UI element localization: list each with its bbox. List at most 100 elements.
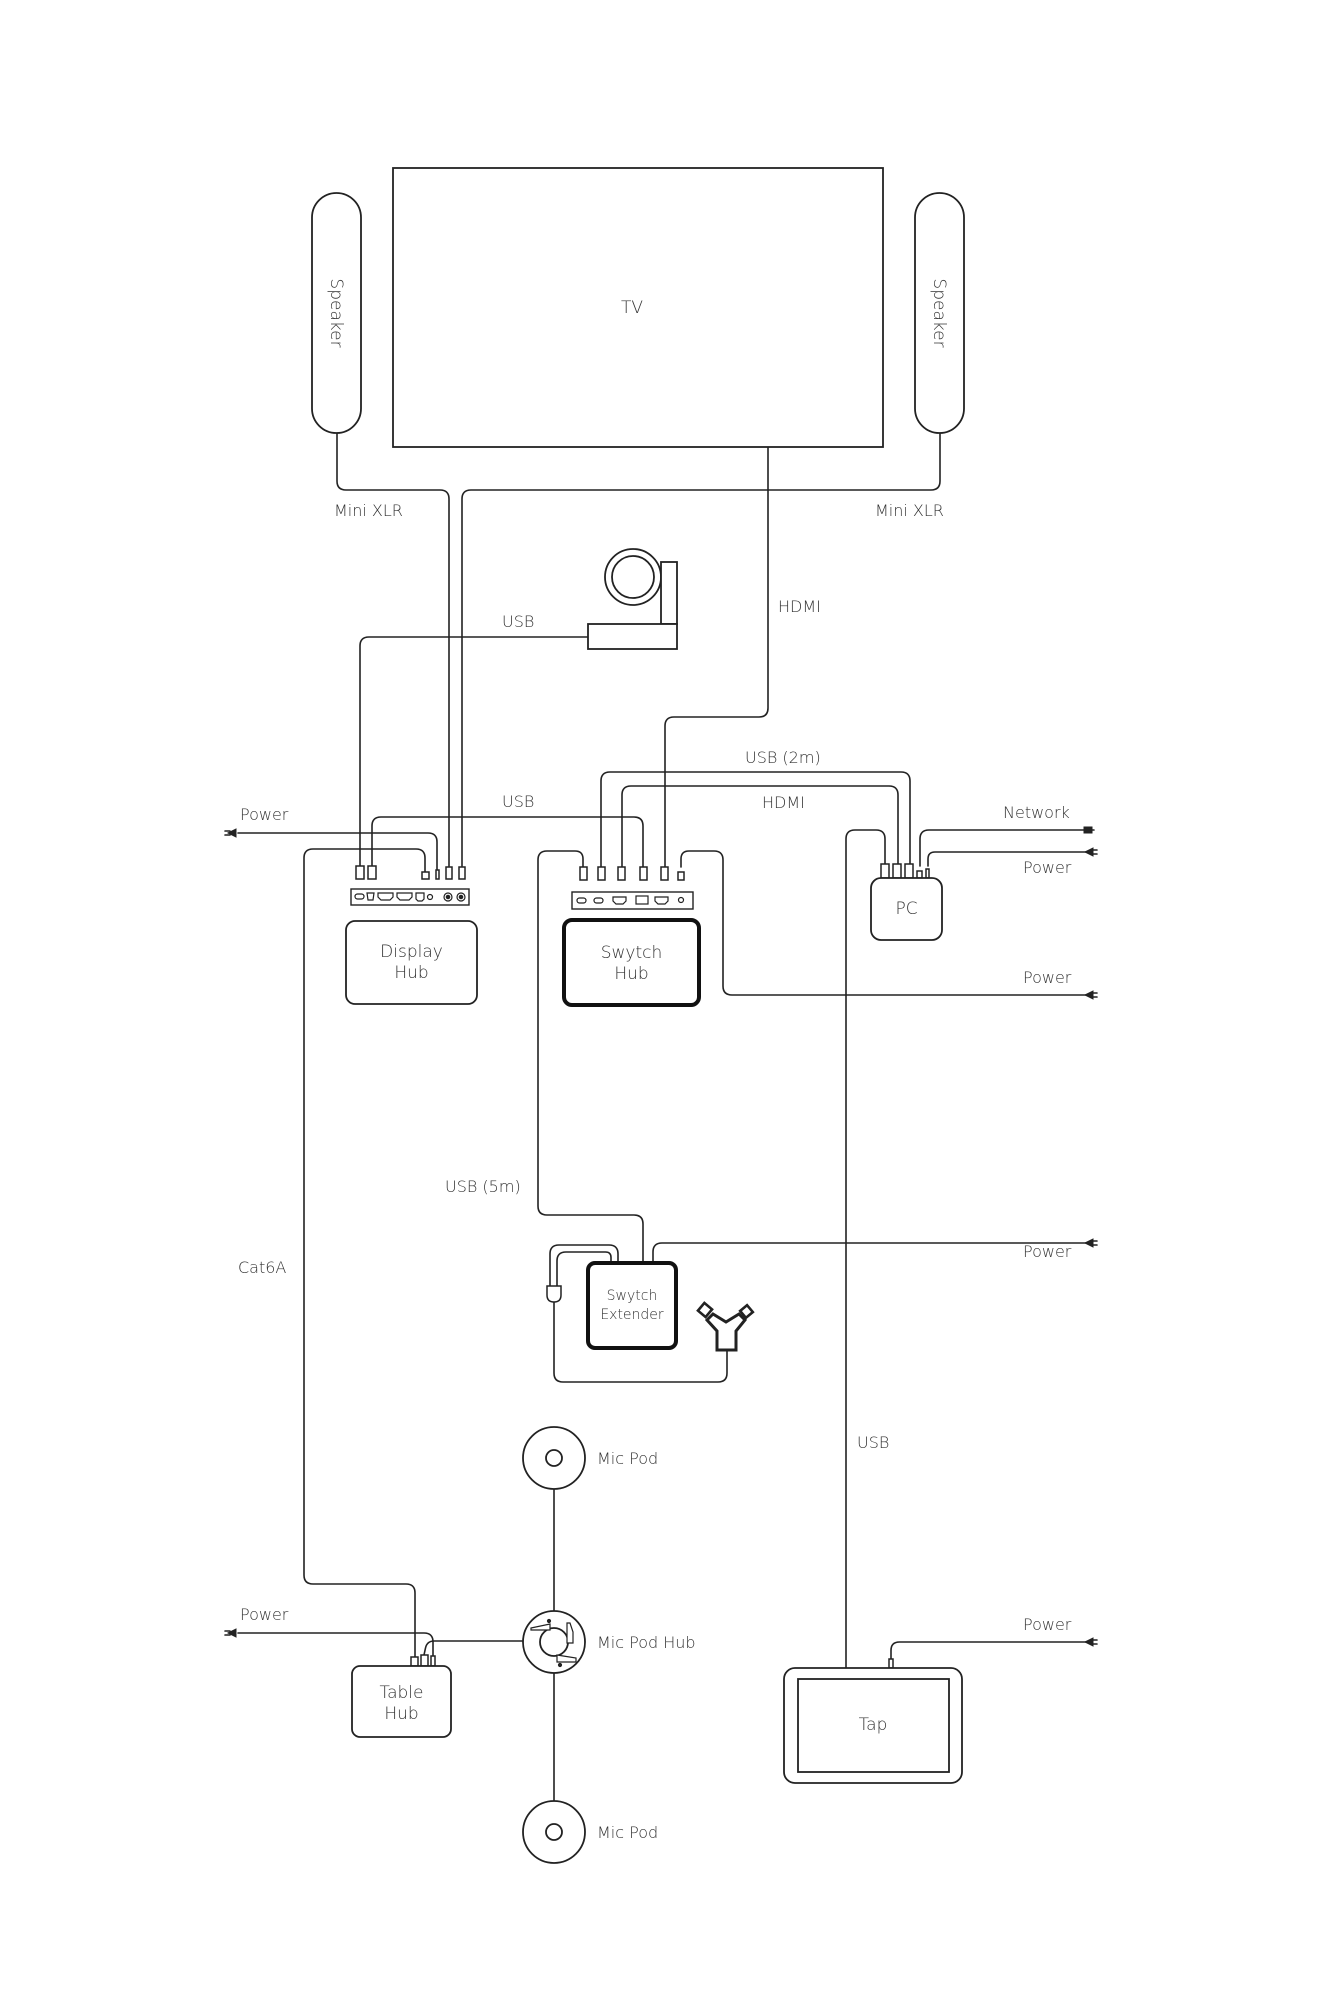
power-plug-icon bbox=[224, 1628, 237, 1638]
swytch-hub-connector-2 bbox=[597, 866, 606, 881]
network-plug-icon bbox=[1083, 826, 1095, 834]
mic-pod-hub-clip-3 bbox=[556, 1654, 577, 1663]
tap-power-connector bbox=[888, 1658, 894, 1669]
port-usb-b bbox=[415, 892, 425, 902]
power-plug-body bbox=[1083, 1637, 1094, 1647]
cable-hdmi-tv bbox=[664, 446, 769, 868]
y-splitter-body bbox=[704, 1312, 748, 1352]
tap-screen bbox=[797, 1678, 950, 1773]
pc-connector-4 bbox=[916, 870, 923, 879]
port-power bbox=[677, 896, 685, 904]
y-splitter-left-cap bbox=[696, 1301, 714, 1319]
cable-power-table-hub bbox=[237, 1632, 434, 1657]
cable-label-mini-xlr-right: Mini XLR bbox=[875, 501, 944, 520]
tap: Tap bbox=[783, 1658, 963, 1784]
tv-screen bbox=[392, 167, 884, 448]
port-xlr-1-core bbox=[445, 894, 451, 900]
mic-pod-hub-label: Mic Pod Hub bbox=[597, 1633, 696, 1652]
port-usb-c bbox=[354, 893, 365, 900]
power-plug-body bbox=[1083, 1238, 1094, 1248]
power-plug-icon bbox=[1083, 990, 1098, 1000]
cable-usb-display-swytch bbox=[371, 816, 644, 868]
display-hub-ports bbox=[354, 892, 466, 902]
cable-label-usb-camera: USB bbox=[502, 612, 534, 631]
cables bbox=[237, 432, 1088, 1802]
power-plug-body bbox=[1083, 847, 1094, 857]
power-plug-body bbox=[1083, 990, 1094, 1000]
cable-mic-pod-hub-table bbox=[423, 1640, 524, 1656]
cable-extender-splitter bbox=[553, 1301, 728, 1383]
cable-power-extender bbox=[652, 1242, 1088, 1264]
mic-pod-bottom-label: Mic Pod bbox=[597, 1823, 658, 1842]
usb-connector-icon bbox=[546, 1285, 562, 1303]
swytch-extender-label-1: Swytch bbox=[607, 1288, 658, 1304]
cable-label-power-pc: Power bbox=[1023, 858, 1072, 877]
swytch-hub-label-1: Swytch bbox=[601, 943, 663, 963]
mic-pod-top-label: Mic Pod bbox=[597, 1449, 658, 1468]
display-hub-box bbox=[345, 920, 478, 1005]
port-usb-c-2 bbox=[593, 897, 604, 904]
mic-pod-top: Mic Pod bbox=[522, 1426, 658, 1490]
cable-usb-tap bbox=[845, 829, 886, 1669]
cable-cat6a bbox=[303, 848, 426, 1658]
mic-pod-top-button bbox=[545, 1449, 563, 1467]
cable-usb-camera bbox=[359, 636, 589, 867]
power-plug-icon bbox=[224, 828, 237, 838]
y-splitter-right-cap bbox=[738, 1303, 755, 1320]
pc-label: PC bbox=[895, 899, 917, 919]
cable-label-power-table-hub: Power bbox=[240, 1605, 289, 1624]
speaker-left-body bbox=[311, 192, 362, 434]
cable-power-display-hub bbox=[237, 832, 438, 871]
cable-mini-xlr-right bbox=[461, 432, 941, 867]
mic-pod-bottom-button bbox=[545, 1823, 563, 1841]
power-plug-icon bbox=[1083, 1637, 1098, 1647]
port-usb-a bbox=[635, 895, 649, 905]
mic-pod-hub-dot-2 bbox=[557, 1662, 563, 1668]
mic-pod-hub-inner bbox=[539, 1627, 569, 1657]
swytch-hub-connector-1 bbox=[579, 866, 588, 881]
cable-network bbox=[919, 829, 1086, 867]
port-xlr-2-core bbox=[458, 894, 464, 900]
display-hub-connector-4 bbox=[435, 869, 440, 880]
display-hub-connector-6 bbox=[458, 866, 466, 880]
cable-mini-xlr-left bbox=[336, 432, 450, 867]
power-plug-body bbox=[226, 1628, 237, 1638]
cable-power-tap bbox=[890, 1641, 1088, 1660]
power-plug-icon bbox=[1083, 847, 1098, 857]
swytch-hub-label-2: Hub bbox=[614, 964, 648, 984]
swytch-hub-connector-6 bbox=[677, 871, 685, 881]
port-hdmi-1 bbox=[377, 892, 394, 901]
display-hub: Display Hub bbox=[345, 865, 478, 1005]
display-hub-label-1: Display bbox=[380, 942, 443, 962]
camera-icon bbox=[587, 548, 678, 650]
pc-connectors bbox=[880, 863, 930, 879]
swytch-extender-box bbox=[586, 1261, 678, 1350]
pc-connector-1 bbox=[880, 863, 890, 879]
tap-label: Tap bbox=[859, 1715, 888, 1735]
mic-pod-hub-dot-1 bbox=[546, 1618, 552, 1624]
speaker-right-body bbox=[914, 192, 965, 434]
cable-label-hdmi-tv: HDMI bbox=[778, 597, 821, 616]
power-plug-icon bbox=[1083, 1238, 1098, 1248]
table-hub: Table Hub bbox=[351, 1654, 452, 1738]
mic-pod-hub-clip-2 bbox=[566, 1622, 574, 1644]
mic-pod-hub: Mic Pod Hub bbox=[522, 1610, 696, 1674]
port-hdmi-2 bbox=[654, 896, 669, 905]
port-displayport bbox=[366, 892, 375, 901]
cable-label-mini-xlr-left: Mini XLR bbox=[334, 501, 403, 520]
speaker-right: Speaker bbox=[914, 192, 965, 434]
port-hdmi-1 bbox=[612, 896, 627, 905]
swytch-extender: Swytch Extender bbox=[586, 1261, 678, 1350]
cable-label-power-tap: Power bbox=[1023, 1615, 1072, 1634]
plugs bbox=[224, 826, 1098, 1647]
port-hdmi-2 bbox=[396, 892, 413, 901]
speaker-left-label: Speaker bbox=[326, 278, 346, 347]
pc: PC bbox=[870, 863, 943, 941]
cable-usb-5m bbox=[537, 850, 644, 1264]
cable-label-usb-display-swytch: USB bbox=[502, 792, 534, 811]
tv: TV bbox=[392, 167, 884, 448]
cable-label-hdmi-pc: HDMI bbox=[762, 793, 805, 812]
cable-power-pc bbox=[927, 851, 1088, 867]
mic-pod-hub-clip-1 bbox=[530, 1623, 551, 1631]
